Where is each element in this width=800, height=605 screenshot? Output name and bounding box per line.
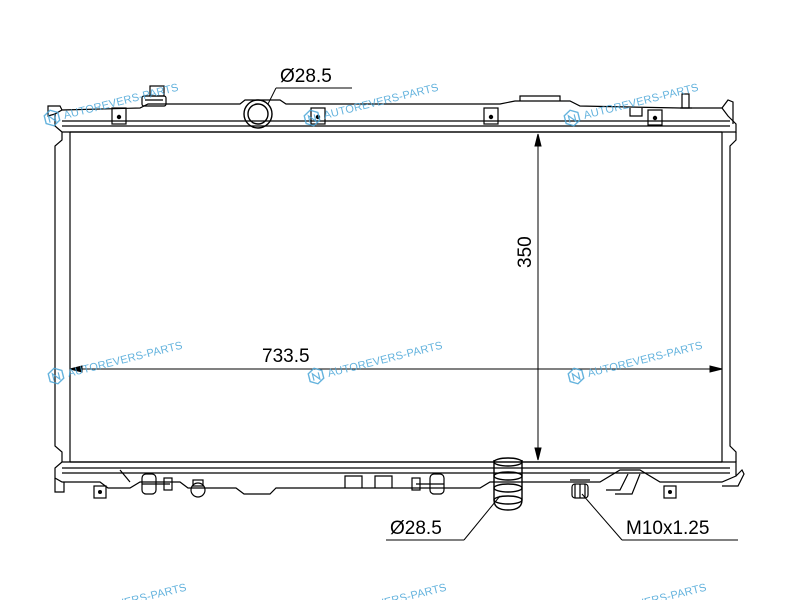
mid-fitting-icon — [411, 473, 445, 495]
right-mount-pin — [680, 93, 692, 109]
watermark-7: AUTOREVERS-PARTS — [70, 582, 188, 605]
width-dimension-line — [69, 365, 723, 373]
height-dimension-label: 350 — [515, 236, 536, 268]
bottom-tank — [54, 461, 745, 499]
outlet-leader-line — [463, 495, 501, 541]
radiator-core — [54, 131, 737, 463]
watermark-text: AUTOREVERS-PARTS — [326, 340, 444, 380]
watermark-9: AUTOREVERS-PARTS — [590, 582, 708, 605]
lug-holes-top — [116, 114, 658, 121]
left-fitting-icon — [141, 473, 206, 498]
watermark-text: AUTOREVERS-PARTS — [62, 82, 180, 122]
inlet-diameter-label: Ø28.5 — [280, 66, 332, 87]
watermark-8: AUTOREVERS-PARTS — [330, 582, 448, 605]
drain-thread-label: M10x1.25 — [626, 518, 709, 539]
height-dimension-line — [534, 133, 542, 461]
watermark-logo-icon — [42, 107, 62, 129]
watermark-6: AUTOREVERS-PARTS — [566, 340, 704, 387]
watermark-5: AUTOREVERS-PARTS — [306, 340, 444, 387]
watermark-logo-icon — [562, 107, 582, 129]
inlet-leader-line — [267, 87, 277, 105]
watermark-text: AUTOREVERS-PARTS — [66, 340, 184, 380]
filler-cap-icon — [141, 85, 167, 107]
watermark-text: AUTOREVERS-PARTS — [70, 582, 188, 600]
watermark-logo-icon — [46, 365, 66, 387]
watermark-text: AUTOREVERS-PARTS — [586, 340, 704, 380]
drain-leader-line — [581, 493, 623, 541]
lug-holes-bottom — [98, 490, 672, 494]
top-tank — [47, 95, 737, 133]
outlet-pipe-icon — [493, 457, 523, 511]
watermark-4: AUTOREVERS-PARTS — [46, 340, 184, 387]
watermark-text: AUTOREVERS-PARTS — [330, 582, 448, 600]
watermark-3: AUTOREVERS-PARTS — [562, 82, 700, 129]
width-dimension-label: 733.5 — [262, 346, 310, 367]
drain-plug-icon — [570, 479, 590, 499]
watermark-text: AUTOREVERS-PARTS — [590, 582, 708, 600]
inlet-pipe-icon — [243, 99, 273, 129]
outlet-diameter-label: Ø28.5 — [390, 518, 442, 539]
